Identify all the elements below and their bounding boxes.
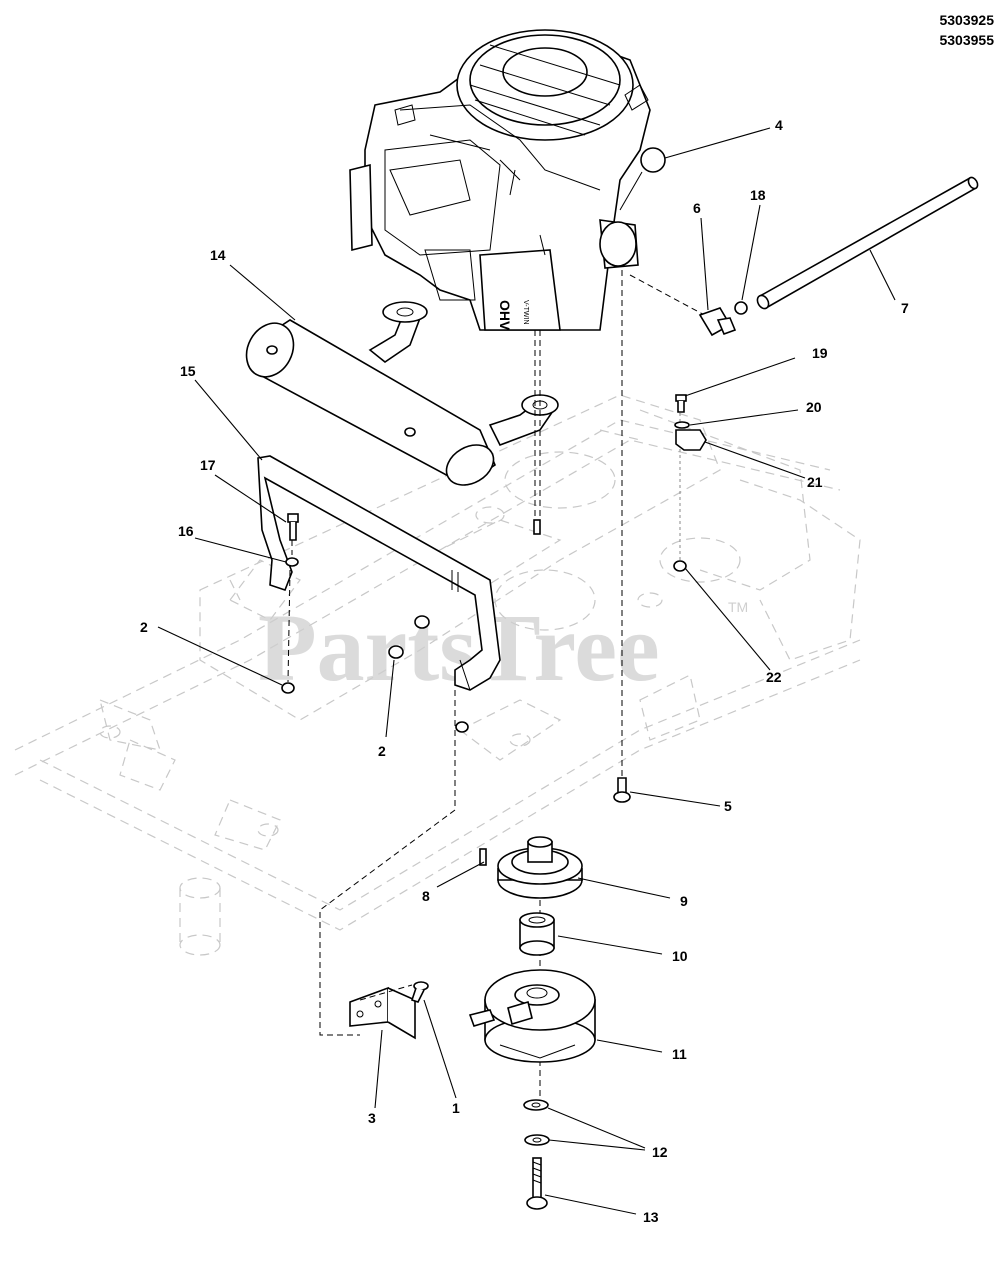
heat-shield [257,455,501,691]
label-15: 15 [180,363,196,379]
bolt-17 [287,513,299,541]
nut-2-left [281,682,295,694]
label-5: 5 [724,798,732,814]
model-number-1: 5303925 [939,12,994,28]
washer-12-upper [523,1099,549,1111]
spacer-10 [519,912,555,956]
bolt-19 [675,394,687,413]
watermark-trademark: TM [728,599,748,615]
washer-12-lower [524,1134,550,1146]
pulley-9 [497,836,583,899]
nut-2-center [388,645,404,659]
label-9: 9 [680,893,688,909]
washer-20 [674,421,690,429]
nut-22 [673,560,687,572]
fitting-6 [698,307,737,337]
label-8: 8 [422,888,430,904]
label-2-center: 2 [378,743,386,759]
key-8 [479,848,487,866]
label-6: 6 [693,200,701,216]
mower-frame [14,394,861,956]
label-10: 10 [672,948,688,964]
nut-2-lower [455,721,469,733]
muffler [245,301,559,486]
label-21: 21 [807,474,823,490]
label-20: 20 [806,399,822,415]
clamp-21 [675,429,707,451]
washer-16 [285,557,299,567]
label-18: 18 [750,187,766,203]
model-number-2: 5303955 [939,32,994,48]
label-13: 13 [643,1209,659,1225]
label-11: 11 [672,1046,687,1062]
label-17: 17 [200,457,216,473]
label-19: 19 [812,345,828,361]
bracket-3 [349,986,416,1040]
label-12: 12 [652,1144,668,1160]
grommet-18 [734,301,748,315]
label-16: 16 [178,523,194,539]
label-22: 22 [766,669,782,685]
bolt-5 [613,777,631,803]
nut-2-upper [414,615,430,629]
clutch-11 [468,969,596,1063]
engine-sub-text: V-TWIN [522,300,529,325]
label-2-left: 2 [140,619,148,635]
bolt-1 [410,981,429,1003]
dowel-pin [533,519,541,535]
label-1: 1 [452,1100,460,1116]
engine: OHV V-TWIN [349,29,666,331]
bolt-13 [526,1157,548,1210]
label-3: 3 [368,1110,376,1126]
label-4: 4 [775,117,783,133]
label-14: 14 [210,247,226,263]
fuel-line-7 [756,176,979,310]
engine-brand-text: OHV [497,300,513,331]
label-7: 7 [901,300,909,316]
